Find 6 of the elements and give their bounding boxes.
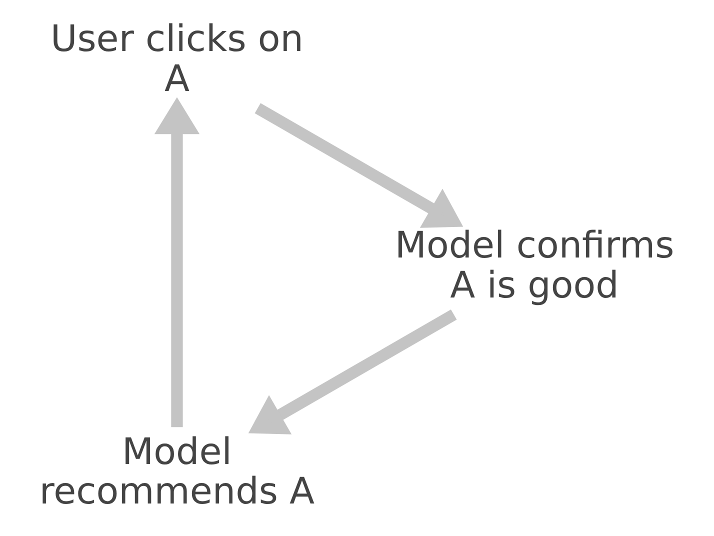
node-text: Model recommends A (39, 430, 315, 513)
arrow (248, 310, 457, 434)
node-text: User clicks on A (50, 16, 304, 100)
arrow (254, 103, 464, 228)
node-text: Model confirms A is good (394, 223, 674, 306)
arrow (154, 97, 200, 428)
